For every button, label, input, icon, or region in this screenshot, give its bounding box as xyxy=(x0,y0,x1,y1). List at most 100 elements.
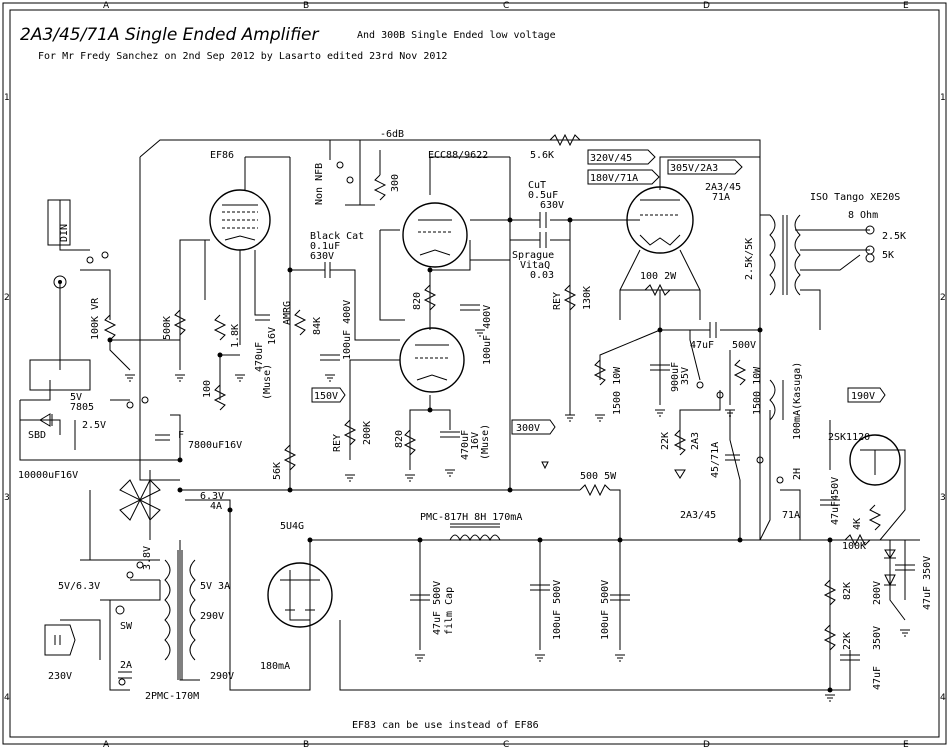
cap-100uf-400v-b xyxy=(460,304,480,311)
label-100-2w: 100 2W xyxy=(640,271,677,282)
label-320v: 320V/45 xyxy=(590,153,632,164)
resistors xyxy=(103,133,882,651)
label-900uf: 900uF xyxy=(670,362,681,392)
label-amrg: AMRG xyxy=(282,301,293,325)
resistor-nfb xyxy=(549,133,581,147)
schematic-credit: For Mr Fredy Sanchez on 2nd Sep 2012 by … xyxy=(38,51,447,62)
label-black-cat-voltage: 630V xyxy=(310,251,334,262)
label-sprague-type: VitaQ xyxy=(520,260,550,271)
resistor-84k xyxy=(293,309,307,336)
label-130k: 130K xyxy=(582,286,593,310)
output-tube-label: 2A3/45 xyxy=(705,182,741,193)
label-black-cat: Black Cat xyxy=(310,231,364,242)
resistor-4k xyxy=(868,504,882,531)
grid-col-b-top: B xyxy=(303,1,309,11)
cap-7800uf xyxy=(155,434,170,441)
label-din: DIN xyxy=(59,224,70,242)
label-sel-2a3-45: 2A3/45 xyxy=(680,510,716,521)
switches-and-jacks xyxy=(29,161,875,686)
label-1500-10w-b: 1500 10W xyxy=(752,366,763,415)
label-200k: 200K xyxy=(362,421,373,445)
label-vr: 100K VR xyxy=(90,297,101,340)
power-switch xyxy=(115,605,125,615)
label-input-cap-470uf: 470uF xyxy=(254,342,265,372)
label-fuse-2a: 2A xyxy=(120,660,132,671)
output-tube-label-2: 71A xyxy=(712,192,730,203)
voltage-tags xyxy=(311,149,886,435)
regulator-7805 xyxy=(29,359,91,391)
label-5v-6v3: 5V/6.3V xyxy=(58,581,100,592)
label-sprague: Sprague xyxy=(512,250,554,261)
label-choke-kasuga: 100mA(Kasuga) xyxy=(792,362,803,440)
regulator-mosfet: 2SK1120 xyxy=(828,432,901,486)
label-100uf-500v-a: 100uF 500V xyxy=(552,580,563,640)
label-tap-5k: 5K xyxy=(882,250,894,261)
label-470uf-cathode-voltage: 16V xyxy=(470,432,481,450)
dc-out-arrow xyxy=(541,461,549,470)
resistor-1500a xyxy=(593,359,607,386)
grid-col-a-bottom: A xyxy=(103,740,110,750)
label-290v-a: 290V xyxy=(200,611,224,622)
diodes xyxy=(39,413,896,587)
label-input-cap-muse: (Muse) xyxy=(262,364,273,400)
power-transformer-secondary xyxy=(189,559,196,661)
led-cathode xyxy=(674,469,686,479)
label-sbd: SBD xyxy=(28,430,46,441)
label-47uf-350v: 47uF 350V xyxy=(922,556,933,610)
cap-900uf xyxy=(650,364,670,371)
label-cut: CuT xyxy=(528,180,546,191)
resistor-56k xyxy=(283,444,297,471)
label-500v: 500V xyxy=(732,340,756,351)
grid-col-e-top: E xyxy=(903,1,909,11)
output-select-switch xyxy=(756,456,764,464)
cap-sprague xyxy=(539,232,547,248)
cap-100uf-400v-a xyxy=(320,354,340,361)
zener-200v xyxy=(884,574,896,587)
resistor-1k8 xyxy=(213,314,227,341)
grid-col-b-bottom: B xyxy=(303,740,309,750)
diode-bridge-3 xyxy=(119,498,142,521)
label-1500-10w-a: 1500 10W xyxy=(612,366,623,415)
label-r100: 100 xyxy=(202,380,213,398)
heater-switch xyxy=(126,401,134,409)
resistor-100 xyxy=(213,384,227,411)
grid-col-a-top: A xyxy=(103,1,110,11)
label-sprague-value: 0.03 xyxy=(530,270,554,281)
ef86-tube: EF86 xyxy=(209,150,271,251)
schematic-subtitle: And 300B Single Ended low voltage xyxy=(357,30,556,41)
label-nfb-db: -6dB xyxy=(380,129,404,140)
schematic-title: 2A3/45/71A Single Ended Amplifier xyxy=(20,25,320,45)
rectifier-label: 5U4G xyxy=(280,521,304,532)
grid-row-4-right: 4 xyxy=(940,693,946,703)
voltage-select-switch xyxy=(126,571,134,579)
grid-row-1-left: 1 xyxy=(4,93,10,103)
grid-col-d-top: D xyxy=(703,1,710,11)
resistor-1500b xyxy=(733,359,747,386)
label-470uf-cathode: 470uF xyxy=(460,430,471,460)
output-tube: 2A3/45 71A xyxy=(626,182,741,254)
label-500k: 500K xyxy=(162,316,173,340)
label-film-cap: film Cap xyxy=(444,587,455,635)
resistor-82k xyxy=(823,579,837,606)
resistor-22k-reg xyxy=(823,624,837,651)
label-tap-2k5: 2.5K xyxy=(882,231,906,242)
label-cap-100uf-400v-a: 100uF 400V xyxy=(342,300,353,360)
grid-row-2-right: 2 xyxy=(940,293,946,303)
label-ot-name: ISO Tango XE20S xyxy=(810,192,900,203)
label-black-cat-value: 0.1uF xyxy=(310,241,340,252)
grid-row-3-right: 3 xyxy=(940,493,946,503)
output-transformer-secondary xyxy=(794,214,801,296)
resistor-820a xyxy=(423,284,437,311)
spk-5k xyxy=(865,253,875,263)
ecc88-label: ECC88/9622 xyxy=(428,150,488,161)
resistor-820b xyxy=(403,429,417,456)
label-56k: 56K xyxy=(272,462,283,480)
label-820-a: 820 xyxy=(412,292,423,310)
label-6v3: 6.3V xyxy=(200,491,224,502)
label-transformer: 2PMC-170M xyxy=(145,691,199,702)
cap-cut xyxy=(539,212,547,228)
ecc88-lower-tube xyxy=(399,327,465,393)
